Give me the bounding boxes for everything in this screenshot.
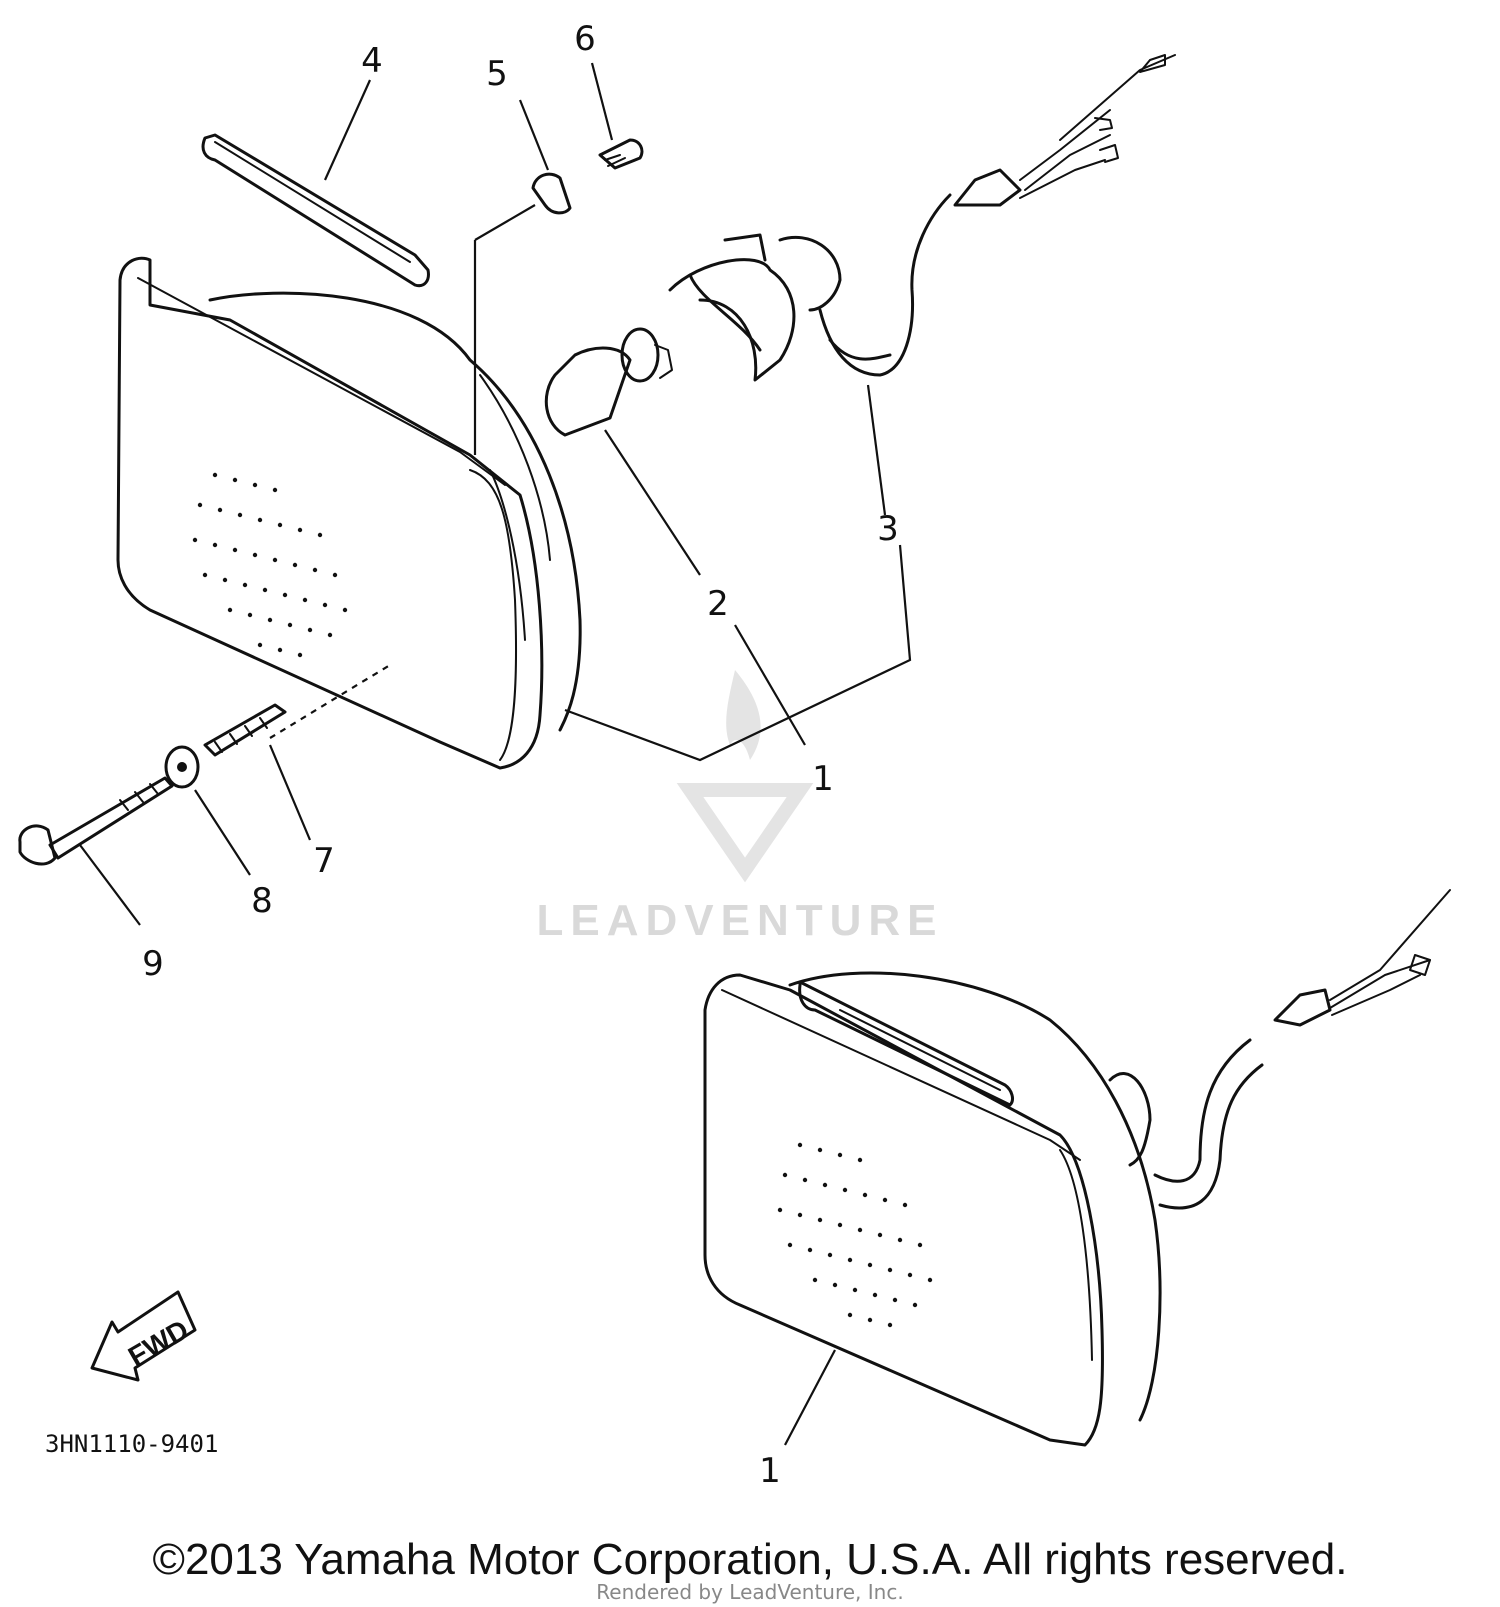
callout-7: 7 — [313, 841, 335, 881]
callout-8: 8 — [251, 881, 273, 921]
diagram-code: 3HN1110-9401 — [45, 1430, 218, 1458]
callout-1-lower: 1 — [759, 1451, 781, 1491]
callout-3: 3 — [877, 509, 899, 549]
lens-pattern — [192, 472, 348, 658]
rendered-by-notice: Rendered by LeadVenture, Inc. — [596, 1580, 904, 1604]
bulb — [544, 327, 673, 437]
leadventure-watermark: LEADVENTURE — [536, 670, 943, 945]
callout-6: 6 — [574, 19, 596, 59]
callout-9: 9 — [142, 944, 164, 984]
screw-part-7 — [203, 703, 287, 757]
callout-4: 4 — [361, 41, 383, 81]
screw-part-6 — [598, 138, 644, 170]
fwd-arrow: FWD — [90, 1290, 197, 1382]
rim-part-4 — [201, 133, 430, 288]
callout-2: 2 — [707, 584, 729, 624]
leader-lines — [79, 62, 912, 926]
watermark-text: LEADVENTURE — [536, 896, 943, 945]
callout-5: 5 — [486, 54, 508, 94]
socket-harness — [668, 54, 1176, 382]
lower-lens-pattern — [777, 1142, 933, 1328]
copyright-notice: ©2013 Yamaha Motor Corporation, U.S.A. A… — [152, 1535, 1348, 1584]
headlight-assembled — [703, 889, 1451, 1447]
headlight-assembly-exploded — [18, 54, 1176, 926]
callout-1-upper: 1 — [812, 759, 834, 799]
nut-part-5 — [531, 172, 572, 215]
washer-part-8 — [164, 745, 200, 789]
